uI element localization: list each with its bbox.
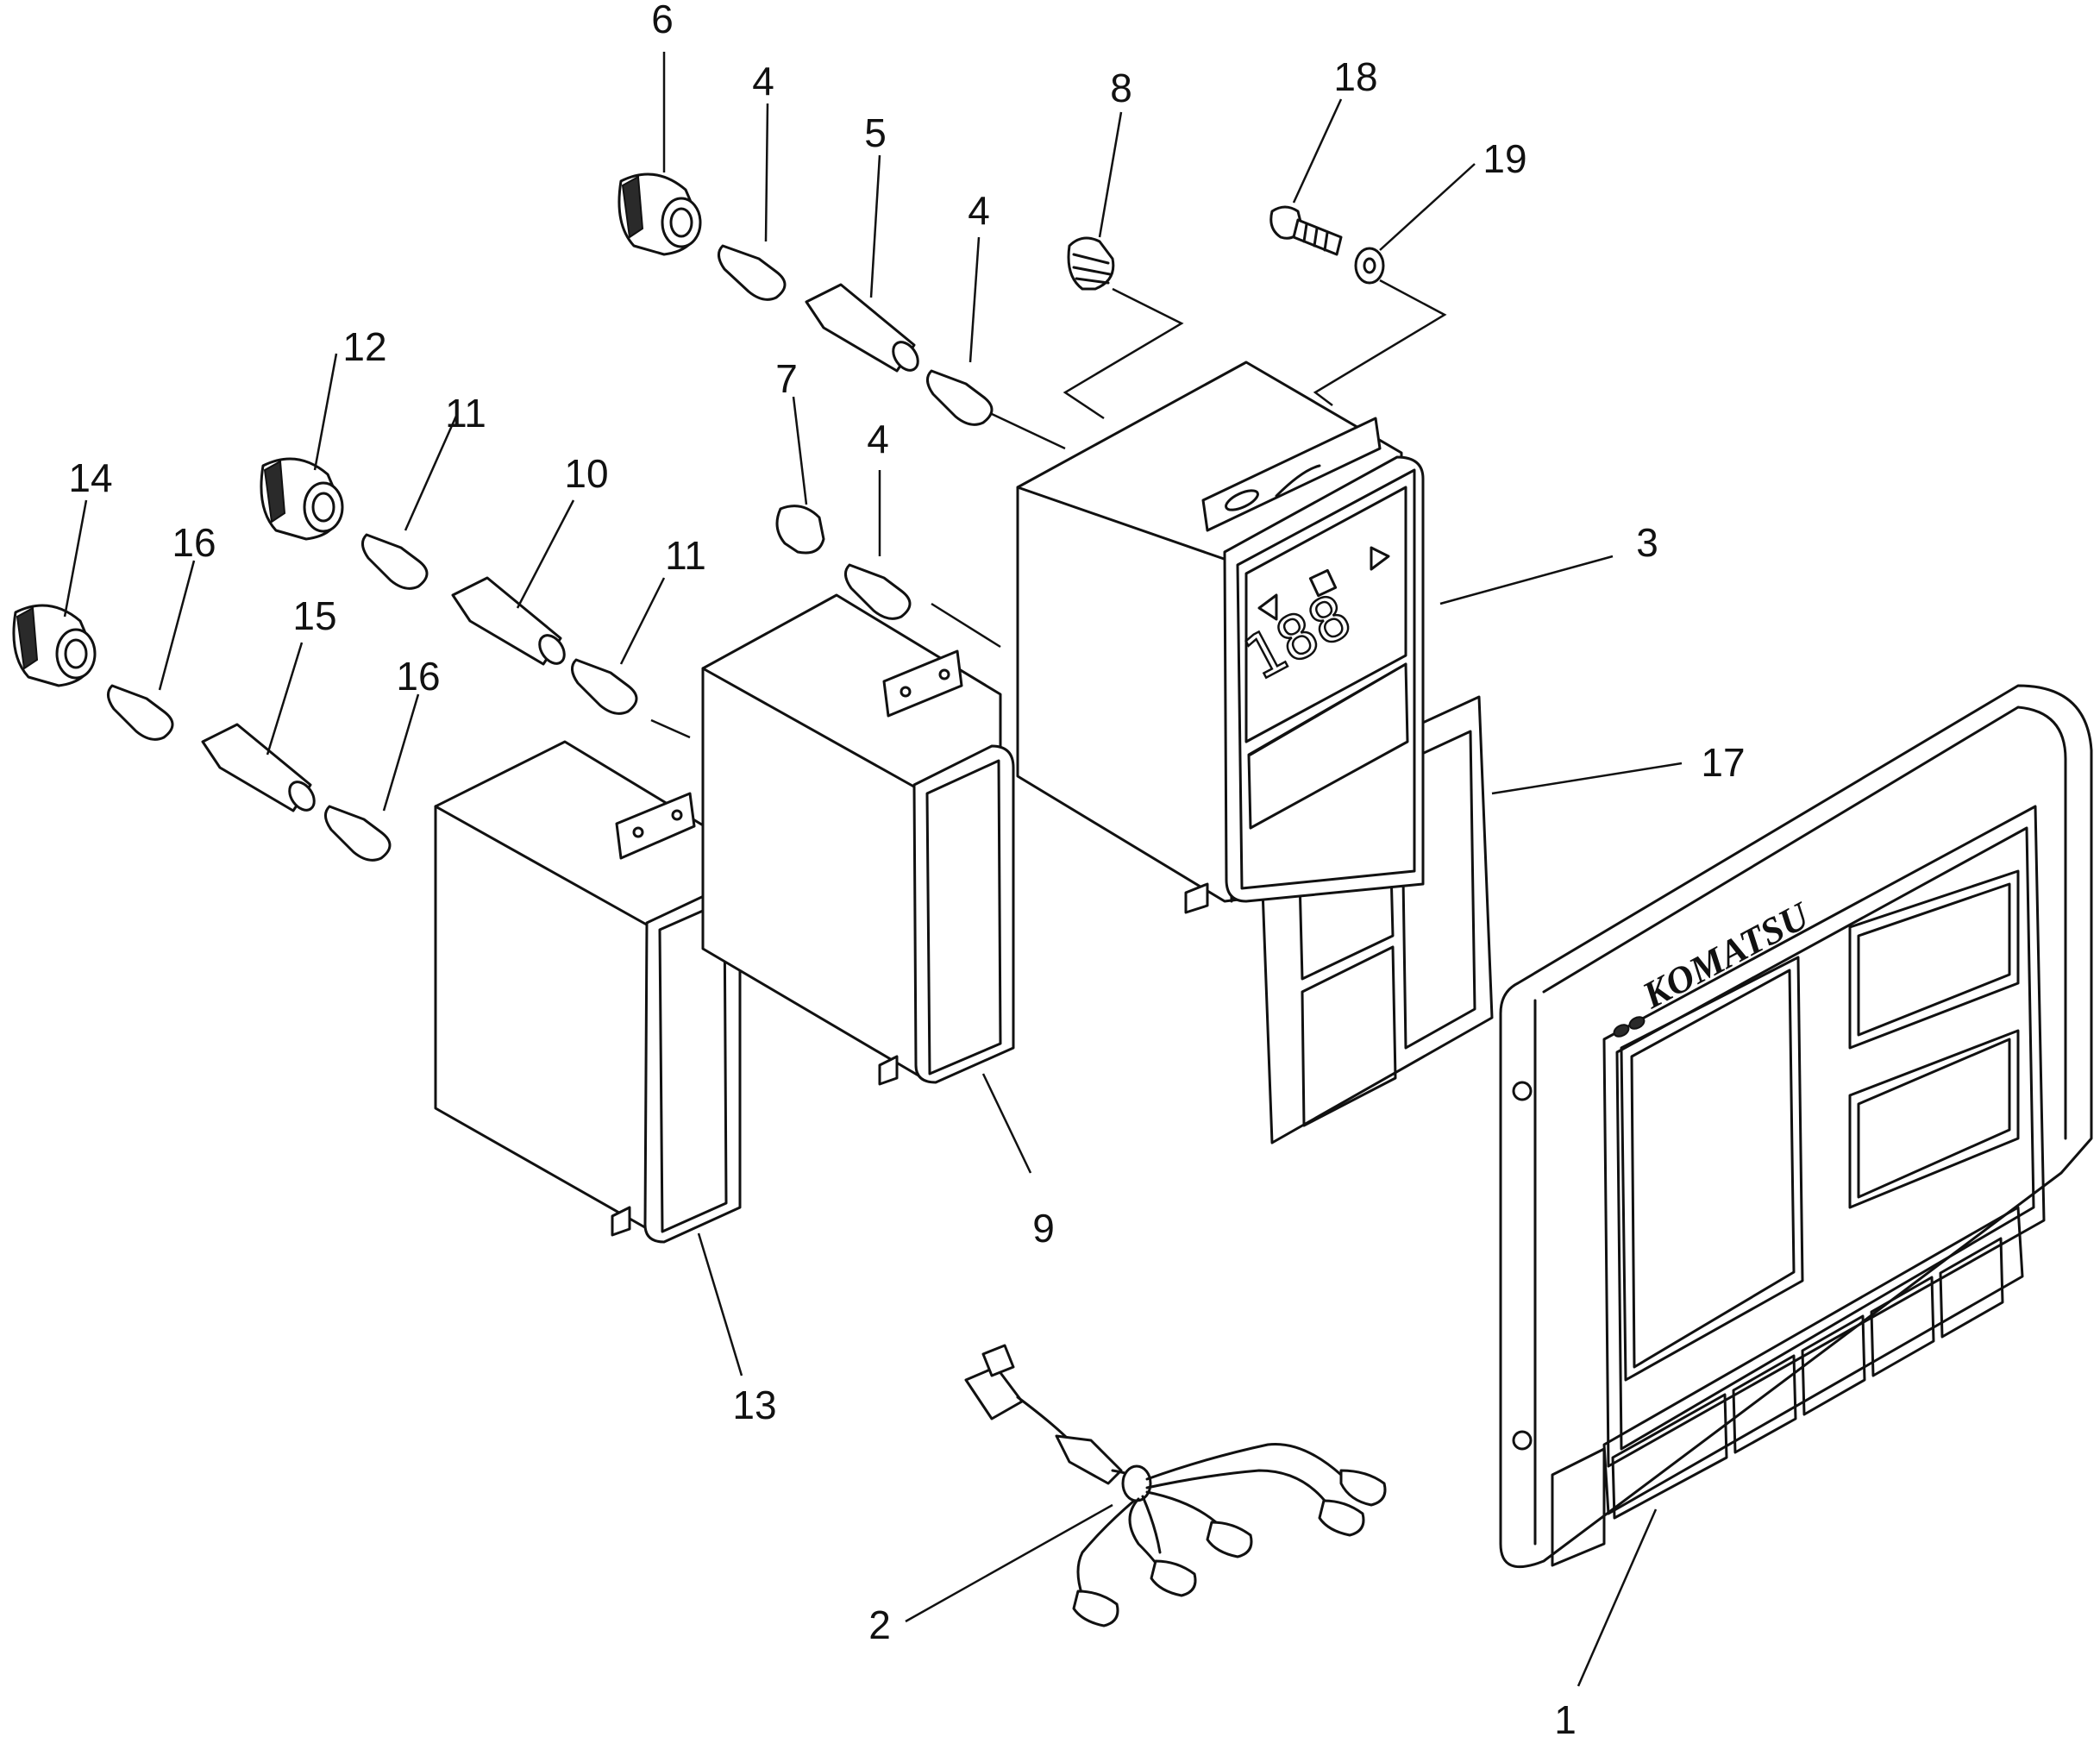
callout-2: 2 [868, 1602, 891, 1647]
part-5-sleeve [805, 283, 919, 373]
callout-7: 7 [775, 356, 798, 401]
part-13-monitor-box [434, 740, 742, 1244]
callout-11-lower: 11 [665, 533, 706, 578]
part-16-bulb-lower [324, 805, 392, 862]
callout-4-upper-right: 4 [968, 188, 990, 233]
callout-10: 10 [564, 451, 608, 496]
part-15-sleeve [201, 723, 316, 812]
part-7-socket [775, 505, 825, 555]
callout-3: 3 [1636, 520, 1658, 565]
callout-1: 1 [1554, 1697, 1577, 1737]
part-19-washer [1354, 247, 1385, 285]
part-4-bulb-middle [844, 563, 912, 620]
callout-labels: 1 2 3 4 4 4 5 6 7 8 9 10 11 11 12 13 14 … [68, 0, 1745, 1737]
callout-17: 17 [1701, 740, 1745, 785]
callout-16-upper: 16 [172, 520, 216, 565]
callout-4-middle: 4 [867, 417, 889, 461]
part-6-socket [617, 172, 702, 256]
part-4-bulb-upper-left [718, 244, 787, 301]
callout-6: 6 [651, 0, 674, 41]
part-11-bulb-upper [361, 533, 429, 590]
part-16-bulb-upper [107, 684, 174, 741]
callout-12: 12 [342, 324, 386, 369]
part-2-wiring-harness [964, 1344, 1387, 1627]
leader-lines [63, 52, 1683, 1687]
part-12-socket [260, 457, 344, 541]
part-8-grommet [1067, 236, 1115, 291]
callout-4-upper-left: 4 [752, 59, 774, 103]
part-9-monitor-box [701, 593, 1015, 1086]
callout-14: 14 [68, 455, 112, 500]
part-1-front-panel: KOMATSU [1499, 684, 2093, 1569]
part-3-display-monitor-box: 188 [1016, 361, 1425, 914]
callout-18: 18 [1333, 54, 1377, 99]
part-10-sleeve [451, 576, 566, 666]
part-11-bulb-lower [571, 658, 638, 715]
callout-5: 5 [864, 110, 887, 155]
callout-8: 8 [1110, 66, 1132, 110]
callout-15: 15 [292, 593, 336, 638]
callout-16-lower: 16 [396, 654, 440, 699]
part-14-socket [12, 604, 97, 687]
callout-13: 13 [732, 1383, 776, 1427]
part-4-bulb-upper-right [926, 369, 994, 426]
callout-11-upper: 11 [445, 391, 486, 436]
part-18-screw [1269, 205, 1343, 256]
callout-19: 19 [1483, 136, 1526, 181]
callout-9: 9 [1032, 1206, 1055, 1251]
